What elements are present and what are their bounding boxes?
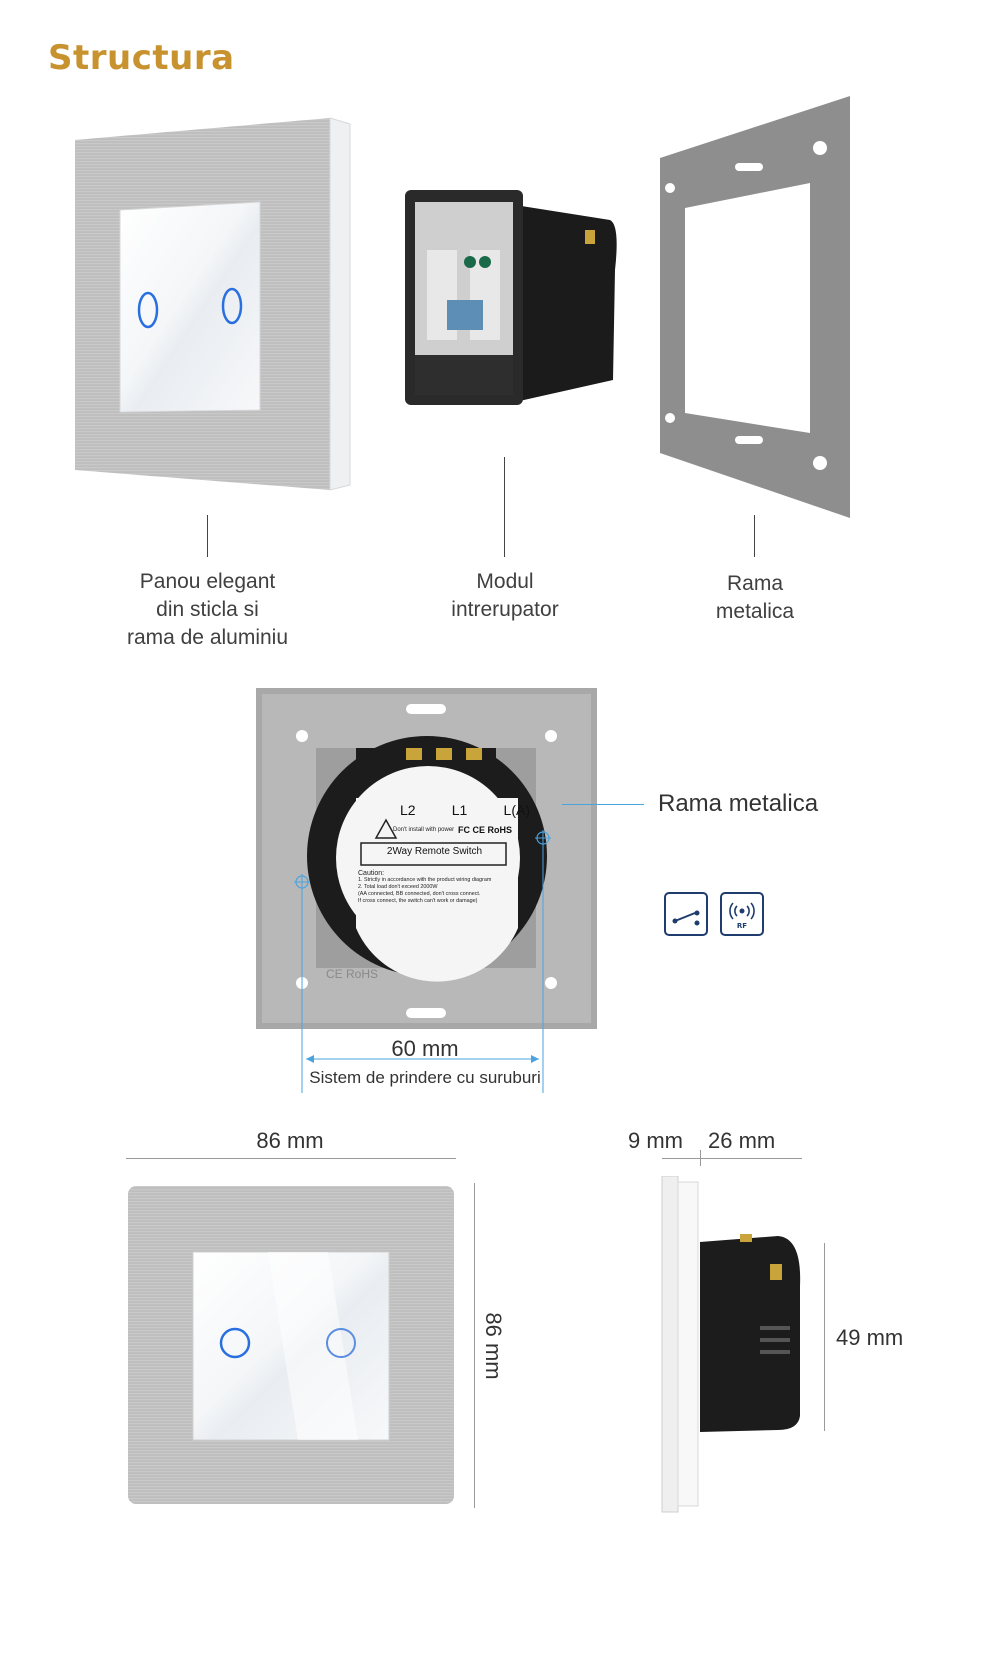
panel-caption-line: Panou elegant (139, 570, 276, 593)
switch-module-image (405, 190, 617, 405)
frame-caption-line: metalica (715, 600, 795, 623)
module-height-label: 49 mm (836, 1325, 904, 1350)
height-dimension-label: 86 mm (481, 1312, 506, 1380)
caution-title: Caution: (358, 870, 385, 877)
metal-frame-image (660, 96, 850, 518)
frame-callout-label: Rama metalica (658, 790, 819, 817)
rf-label: RF (736, 922, 748, 930)
caution-line: 1. Strictly in accordance with the produ… (358, 877, 492, 883)
panel-caption-line: rama de aluminiu (126, 626, 289, 649)
product-name: 2Way Remote Switch (386, 846, 483, 857)
caution-line: 2. Total load don't exceed 2000W (358, 884, 438, 890)
screw-measure-overlay (294, 830, 551, 1093)
module-leader-line (504, 457, 505, 557)
frame-callout-line (562, 804, 644, 805)
terminal-label: L1 (451, 802, 468, 818)
module-depth-label: 26 mm (708, 1128, 776, 1153)
glass-panel-image (75, 117, 351, 491)
terminal-label: L(A) (503, 802, 530, 818)
terminal-labels: L2 L1 L(A) (400, 802, 530, 818)
module-caption-line: intrerupator (451, 598, 559, 621)
caution-line: (AA connected, BB connected, don't cross… (358, 891, 481, 897)
side-depth-tick (700, 1150, 701, 1166)
panel-caption: Panou elegant din sticla si rama de alum… (90, 568, 325, 652)
caution-line: If cross connect, the switch can't work … (358, 898, 478, 904)
front-panel-image (128, 1186, 454, 1504)
frame-caption-line: Rama (726, 572, 784, 595)
width-dimension-label: 86 mm (256, 1128, 324, 1153)
module-height-line (824, 1243, 825, 1431)
module-caption-line: Modul (476, 570, 534, 593)
side-depth-line (662, 1158, 802, 1159)
panel-caption-line: din sticla si (156, 598, 259, 621)
module-caption: Modul intrerupator (400, 568, 610, 624)
rf-signal-glyph (729, 902, 755, 920)
height-dimension-line (474, 1183, 475, 1508)
side-view-image (661, 1176, 801, 1513)
terminal-label: L2 (400, 802, 416, 818)
panel-leader-line (207, 515, 208, 557)
width-dimension-line (126, 1158, 456, 1159)
panel-thickness-label: 9 mm (628, 1128, 683, 1153)
back-view-image: CE RoHS (256, 688, 597, 1029)
caution-block: Caution: 1. Strictly in accordance with … (358, 870, 518, 905)
warning-text: Don't install with power (393, 827, 455, 833)
frame-leader-line (754, 515, 755, 557)
two-way-switch-glyph (672, 910, 700, 926)
two-way-switch-icon (664, 892, 708, 936)
frame-caption: Rama metalica (660, 570, 850, 626)
rf-signal-icon: RF (720, 892, 764, 936)
svg-text:CE RoHS: CE RoHS (326, 967, 378, 981)
screw-distance-label: 60 mm (391, 1036, 459, 1061)
screw-caption: Sistem de prindere cu suruburi (309, 1068, 541, 1087)
certification-marks: FC CE RoHS (458, 825, 512, 835)
page-title: Structura (48, 38, 235, 78)
